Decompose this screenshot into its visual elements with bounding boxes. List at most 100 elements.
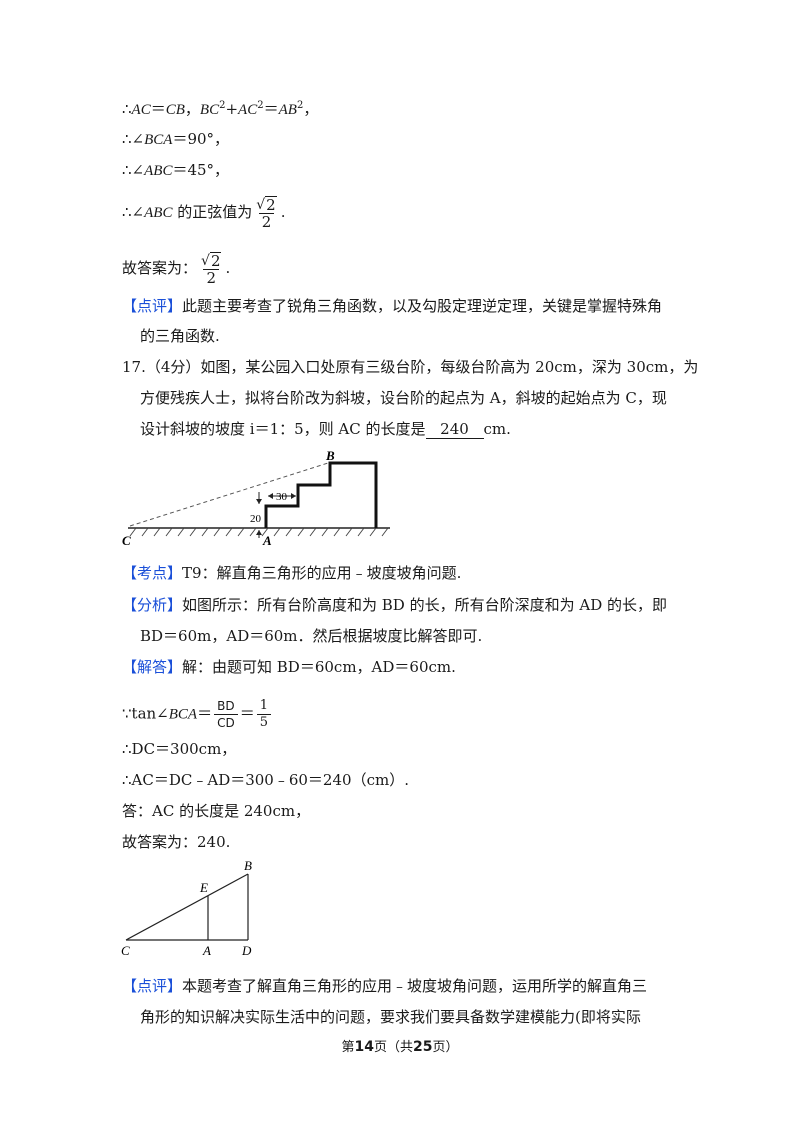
text: T9：解直角三角形的应用﹣坡度坡角问题. <box>182 564 462 582</box>
point-a-label: A <box>202 943 211 958</box>
text: 答：AC 的长度是 240cm， <box>122 802 311 820</box>
final-answer-line: 故答案为：240. <box>122 831 230 853</box>
var: AB <box>278 102 297 118</box>
point-b-label: B <box>325 448 335 463</box>
op: . <box>225 259 231 277</box>
fenxi-tag: 【分析】 <box>122 596 183 614</box>
var: BC <box>199 102 220 118</box>
text: 页） <box>432 1040 459 1055</box>
text: 方便残疾人士，拟将台阶改为斜坡，设台阶的起点为 A，斜坡的起始点为 C，现 <box>140 389 667 407</box>
solution-line-angle-bca: ∴∠BCA＝90°， <box>122 128 229 151</box>
text: ∴DC＝300cm， <box>122 740 237 758</box>
text: 本题考查了解直角三角形的应用﹣坡度坡角问题，运用所学的解直角三 <box>182 977 648 995</box>
text: 的正弦值为 <box>172 203 253 221</box>
text: ∴AC＝DC﹣AD＝300﹣60＝240（cm）. <box>122 771 409 789</box>
point-c-label: C <box>121 943 130 958</box>
op: ＝45°， <box>172 161 230 179</box>
page-number: 14 <box>354 1039 374 1055</box>
exponent: 2 <box>219 100 226 111</box>
op: + <box>225 100 239 118</box>
ground-hatching <box>129 527 389 537</box>
op: ， <box>184 100 200 118</box>
op: ＝ <box>150 100 166 118</box>
var: AC <box>238 102 258 118</box>
denominator: 2 <box>203 269 220 286</box>
radical-icon: √ <box>256 197 266 213</box>
height-label: 20 <box>250 513 262 525</box>
answer-line-2: 答：AC 的长度是 240cm， <box>122 800 310 822</box>
arrow-right-icon <box>291 493 296 499</box>
depth-label: 30 <box>276 491 288 503</box>
stairs-slope-figure: 30 20 B C A <box>122 448 390 548</box>
therefore-symbol: ∴ <box>122 100 132 118</box>
exponent: 2 <box>257 100 264 111</box>
arrow-up-icon <box>256 530 262 535</box>
review-1-cont: 的三角函数. <box>140 325 220 347</box>
text: 解：由题可知 BD＝60cm，AD＝60cm. <box>182 658 456 676</box>
point-a-label: A <box>262 533 272 548</box>
fenxi-line1: 【分析】如图所示：所有台阶高度和为 BD 的长，所有台阶深度和为 AD 的长，即 <box>122 594 667 616</box>
point-d-label: D <box>241 943 252 958</box>
op: ∴∠ <box>122 161 145 179</box>
radicand: 2 <box>265 196 277 214</box>
jieda-tag: 【解答】 <box>122 658 183 676</box>
text: 角形的知识解决实际生活中的问题，要求我们要具备数学建模能力(即将实际 <box>140 1008 641 1026</box>
denominator: CD <box>214 714 238 731</box>
review-tag: 【点评】 <box>122 977 183 995</box>
var: AC <box>131 102 151 118</box>
kaodian-tag: 【考点】 <box>122 564 183 582</box>
solution-line-ac-cb: ∴AC＝CB，BC2+AC2＝AB2， <box>122 98 318 121</box>
point-e-label: E <box>199 880 208 895</box>
ac-line: ∴AC＝DC﹣AD＝300﹣60＝240（cm）. <box>122 769 409 791</box>
triangle-figure: B E C A D <box>121 858 252 958</box>
denominator: 2 <box>258 213 275 230</box>
stair-outline <box>264 461 378 528</box>
text: 设计斜坡的坡度 i＝1：5，则 AC 的长度是 <box>140 420 426 438</box>
text: 故答案为： <box>122 259 198 277</box>
text: 此题主要考查了锐角三角函数，以及勾股定理逆定理，关键是掌握特殊角 <box>182 297 663 315</box>
point-b-label: B <box>244 858 252 873</box>
question-17-line1: 17.（4分）如图，某公园入口处原有三级台阶，每级台阶高为 20cm，深为 30… <box>122 356 698 378</box>
exponent: 2 <box>296 100 304 111</box>
var: BCA <box>168 706 198 723</box>
solution-line-angle-abc: ∴∠ABC＝45°， <box>122 159 229 182</box>
op: ＝ <box>239 704 255 723</box>
review-2-line1: 【点评】本题考查了解直角三角形的应用﹣坡度坡角问题，运用所学的解直角三 <box>122 975 647 997</box>
review-2-line2: 角形的知识解决实际生活中的问题，要求我们要具备数学建模能力(即将实际 <box>140 1006 641 1028</box>
dc-line: ∴DC＝300cm， <box>122 738 236 760</box>
segment-cb <box>125 873 249 941</box>
text: ∵tan∠ <box>122 704 169 723</box>
numerator: BD <box>217 699 235 713</box>
total-pages: 25 <box>413 1039 433 1055</box>
arrow-down-icon <box>256 499 262 504</box>
var: ABC <box>144 163 173 179</box>
text: 17.（4分）如图，某公园入口处原有三级台阶，每级台阶高为 20cm，深为 30… <box>122 358 699 376</box>
arrow-left-icon <box>268 493 273 499</box>
text: cm. <box>483 420 511 438</box>
text: 如图所示：所有台阶高度和为 BD 的长，所有台阶深度和为 AD 的长，即 <box>182 596 667 614</box>
text: BD＝60m，AD＝60m．然后根据坡度比解答即可. <box>140 627 483 645</box>
question-17-line2: 方便残疾人士，拟将台阶改为斜坡，设台阶的起点为 A，斜坡的起始点为 C，现 <box>140 387 667 409</box>
jieda-line1: 【解答】解：由题可知 BD＝60cm，AD＝60cm. <box>122 656 456 678</box>
radical-icon: √ <box>201 253 210 269</box>
text: 第 <box>341 1040 355 1055</box>
op: ＝90°， <box>172 130 230 148</box>
review-1: 【点评】此题主要考查了锐角三角函数，以及勾股定理逆定理，关键是掌握特殊角 <box>122 295 662 317</box>
numerator: 1 <box>259 698 269 713</box>
page-footer: 第14页（共25页） <box>0 1036 800 1055</box>
fenxi-line2: BD＝60m，AD＝60m．然后根据坡度比解答即可. <box>140 625 482 647</box>
op: ， <box>303 100 319 118</box>
text: 故答案为：240. <box>122 833 231 851</box>
text: 的三角函数. <box>140 327 220 345</box>
review-tag: 【点评】 <box>122 297 183 315</box>
kaodian-line: 【考点】T9：解直角三角形的应用﹣坡度坡角问题. <box>122 562 461 584</box>
var: ABC <box>144 205 173 221</box>
